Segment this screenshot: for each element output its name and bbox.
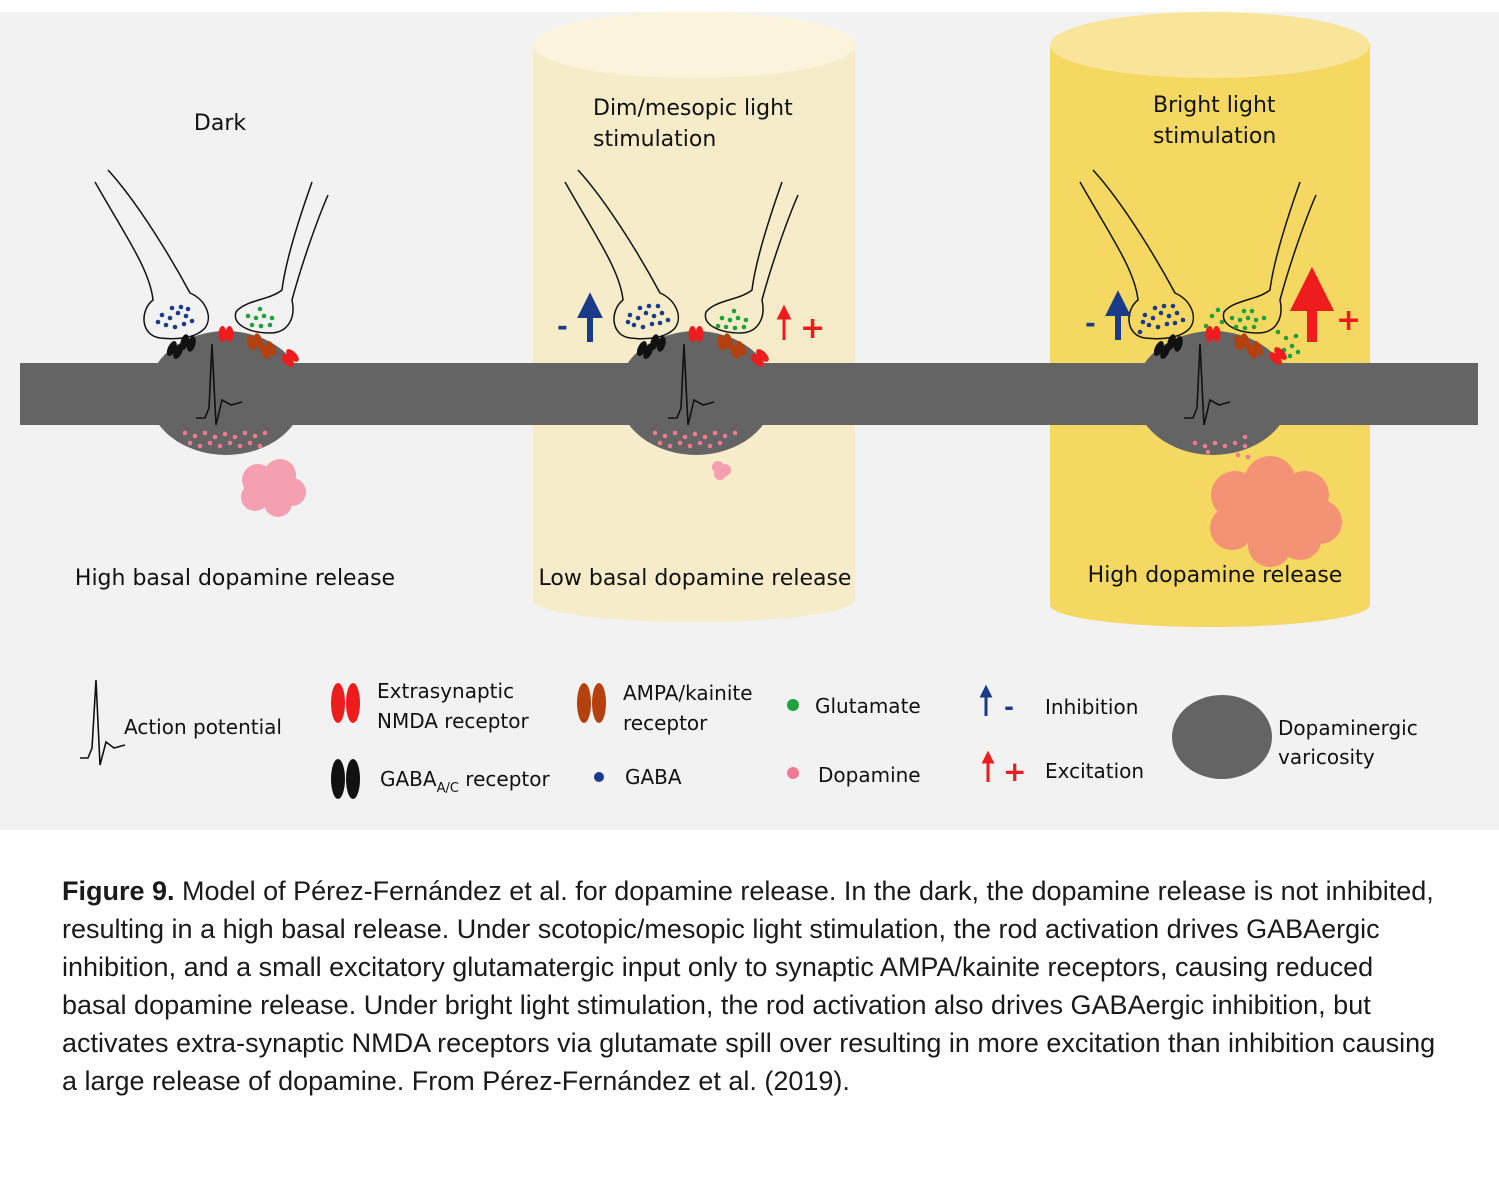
- gaba-vesicles: [625, 303, 671, 330]
- dopamine-vesicles: [182, 430, 268, 449]
- panel-dim-title-line2: stimulation: [593, 127, 716, 152]
- panel-bright-title-line2: stimulation: [1153, 124, 1276, 149]
- legend-ampa-icon: [577, 683, 606, 723]
- panel-dark: Dark High basal do: [75, 111, 395, 591]
- action-potential-trace: [1184, 343, 1231, 426]
- legend-inhibition-arrow-icon: [979, 684, 993, 716]
- caption-text: Model of Pérez-Fernández et al. for dopa…: [62, 876, 1436, 1096]
- inhibition-sign: -: [1085, 309, 1096, 339]
- gaba-terminal: [564, 169, 680, 340]
- legend-action-potential-icon: [80, 679, 126, 766]
- action-potential-trace: [668, 343, 715, 426]
- legend-glutamate-label: Glutamate: [815, 694, 921, 718]
- dopamine-release-cloud: [1210, 456, 1342, 567]
- legend: Action potential Extrasynaptic NMDA rece…: [80, 679, 1418, 799]
- gaba-vesicles: [155, 304, 195, 330]
- dopamine-vesicles: [652, 430, 738, 449]
- glutamate-terminal: [1222, 181, 1317, 334]
- legend-action-potential-label: Action potential: [124, 715, 282, 739]
- legend-inhibition-sign: -: [1004, 693, 1014, 721]
- legend-gaba-icon: [594, 772, 604, 782]
- glutamate-terminal: [704, 181, 799, 334]
- action-potential-trace: [196, 343, 243, 426]
- caption-label: Figure 9.: [62, 876, 175, 906]
- dopamine-release-cloud: [241, 459, 306, 517]
- dopamine-release-cloud: [712, 461, 731, 480]
- excitation-arrow-icon: [776, 304, 792, 340]
- legend-varicosity-label-line1: Dopaminergic: [1278, 716, 1418, 740]
- glutamate-vesicles: [1203, 307, 1301, 359]
- legend-ampa-label-line1: AMPA/kainite: [623, 681, 753, 705]
- panel-bright: Bright light stimulation: [1079, 93, 1361, 588]
- dopaminergic-varicosity: [618, 331, 774, 455]
- dopamine-release-diagram: Dark High basal do: [20, 12, 1478, 799]
- inhibition-arrow-icon: [1105, 290, 1131, 340]
- dim-light-beam: [533, 12, 855, 622]
- legend-varicosity-icon: [1172, 695, 1272, 779]
- panel-dim: Dim/mesopic light stimulation: [539, 96, 852, 591]
- legend-gaba-receptor-label: GABAA/C receptor: [380, 767, 550, 796]
- gaba-terminal: [94, 169, 210, 340]
- dopaminergic-varicosity: [148, 331, 304, 455]
- inhibition-arrow-icon: [577, 292, 603, 342]
- panel-dark-release-label: High basal dopamine release: [75, 566, 395, 591]
- panel-bright-title-line1: Bright light: [1153, 93, 1276, 118]
- panel-dark-title: Dark: [194, 111, 246, 136]
- legend-varicosity-label-line2: varicosity: [1278, 745, 1375, 769]
- legend-glutamate-icon: [787, 699, 799, 711]
- legend-nmda-label-line2: NMDA receptor: [377, 709, 529, 733]
- dopaminergic-varicosity: [1135, 331, 1291, 455]
- excitation-sign: +: [1336, 303, 1361, 338]
- inhibition-sign: -: [557, 312, 568, 342]
- gaba-vesicles: [1137, 303, 1186, 335]
- legend-dopamine-label: Dopamine: [818, 763, 921, 787]
- legend-nmda-icon: [331, 683, 360, 723]
- excitation-arrow-icon: [1289, 266, 1335, 342]
- legend-gaba-label: GABA: [625, 765, 682, 789]
- legend-gaba-receptor-icon: [331, 759, 360, 799]
- figure-caption: Figure 9. Model of Pérez-Fernández et al…: [62, 872, 1442, 1100]
- excitation-sign: +: [800, 311, 825, 346]
- glutamate-vesicles: [715, 308, 749, 331]
- panel-bright-release-label: High dopamine release: [1088, 563, 1343, 588]
- glutamate-terminal: [234, 181, 329, 334]
- panel-dim-release-label: Low basal dopamine release: [539, 566, 852, 591]
- legend-inhibition-label: Inhibition: [1045, 695, 1138, 719]
- glutamate-vesicles: [245, 306, 275, 329]
- legend-ampa-label-line2: receptor: [623, 711, 708, 735]
- legend-excitation-arrow-icon: [981, 750, 995, 782]
- legend-dopamine-icon: [787, 767, 799, 779]
- legend-nmda-label-line1: Extrasynaptic: [377, 679, 514, 703]
- figure-panel: Dark High basal do: [0, 12, 1499, 830]
- legend-excitation-label: Excitation: [1045, 759, 1144, 783]
- panel-dim-title-line1: Dim/mesopic light: [593, 96, 793, 121]
- dopamine-vesicles: [1192, 434, 1251, 460]
- legend-excitation-sign: +: [1003, 755, 1026, 788]
